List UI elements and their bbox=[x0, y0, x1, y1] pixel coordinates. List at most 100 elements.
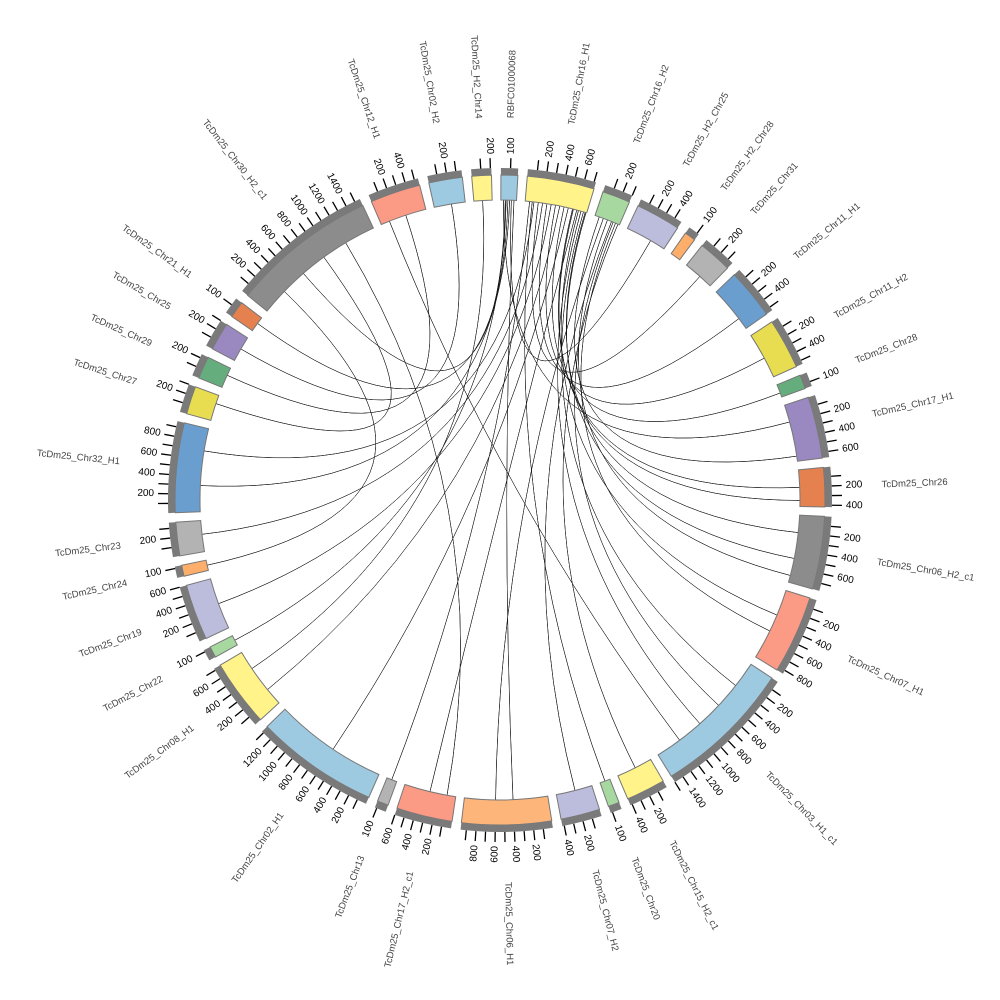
sector-block[interactable] bbox=[599, 778, 620, 808]
sector-TcDm25_H2_Chr14[interactable]: 200 TcDm25_H2_Chr14 bbox=[468, 35, 495, 202]
tick-label: 600 bbox=[748, 733, 768, 753]
sector-block[interactable] bbox=[181, 559, 209, 577]
sector-label: TcDm25_Chr16_H2 bbox=[632, 63, 672, 145]
axis-band bbox=[776, 597, 817, 674]
link-ribbon bbox=[345, 242, 461, 796]
sector-block[interactable] bbox=[776, 374, 806, 398]
sector-block[interactable] bbox=[246, 204, 374, 312]
tick-label: 400 bbox=[400, 832, 415, 851]
sector-block[interactable] bbox=[626, 205, 679, 250]
sector-block[interactable] bbox=[198, 356, 232, 388]
sector-label: TcDm25_Chr23 bbox=[55, 541, 122, 560]
sector-block[interactable] bbox=[428, 176, 466, 208]
tick-label: 200 bbox=[484, 137, 495, 154]
tick-label: 200 bbox=[843, 532, 861, 545]
tick-mark bbox=[290, 228, 298, 238]
tick-mark bbox=[253, 261, 262, 270]
tick-mark bbox=[760, 704, 770, 713]
tick-label: 600 bbox=[489, 845, 500, 862]
sector-block[interactable] bbox=[231, 302, 263, 332]
axis-band bbox=[812, 516, 832, 591]
sector-block[interactable] bbox=[787, 514, 826, 590]
link bbox=[557, 210, 701, 725]
tick-mark bbox=[161, 453, 172, 456]
tick-mark bbox=[536, 160, 540, 171]
sector-block[interactable] bbox=[209, 635, 239, 658]
sector-block[interactable] bbox=[211, 323, 249, 362]
tick-mark bbox=[640, 800, 646, 810]
link bbox=[429, 209, 578, 793]
sector-TcDm25_Chr30_H2_c1[interactable]: 200400600800100012001400TcDm25_Chr30_H2_… bbox=[200, 118, 374, 312]
sector-block[interactable] bbox=[460, 795, 553, 826]
tick-mark bbox=[282, 234, 291, 244]
sector-label: TcDm25_Chr22 bbox=[101, 674, 164, 715]
tick-mark bbox=[255, 732, 264, 741]
tick-mark bbox=[260, 254, 269, 263]
sector-block[interactable] bbox=[376, 777, 398, 806]
sector-block[interactable] bbox=[783, 396, 823, 462]
sector-label: TcDm25_Chr16_H1 bbox=[566, 42, 592, 126]
sector-block[interactable] bbox=[524, 175, 595, 214]
tick-mark bbox=[165, 567, 176, 572]
sector-block[interactable] bbox=[685, 244, 729, 287]
sector-block[interactable] bbox=[174, 422, 210, 514]
tick-label: 400 bbox=[391, 151, 406, 171]
tick-mark bbox=[757, 284, 767, 293]
tick-mark bbox=[262, 739, 271, 748]
sector-block[interactable] bbox=[797, 466, 826, 508]
sector-block[interactable] bbox=[266, 708, 380, 799]
tick-label: 400 bbox=[138, 467, 156, 479]
tick-mark bbox=[674, 208, 681, 219]
sector-block[interactable] bbox=[186, 386, 220, 421]
sector-label: TcDm25_Chr11_H2 bbox=[832, 272, 910, 321]
tick-label: 200 bbox=[833, 400, 852, 415]
links-layer bbox=[200, 199, 801, 801]
tick-mark bbox=[275, 241, 283, 250]
sector-block[interactable] bbox=[370, 184, 427, 226]
tick-label: 600 bbox=[836, 572, 855, 587]
sector-block[interactable] bbox=[657, 663, 773, 777]
tick-mark bbox=[800, 355, 811, 361]
tick-label: 400 bbox=[838, 421, 857, 435]
tick-mark bbox=[410, 169, 415, 180]
sector-block[interactable] bbox=[617, 758, 664, 800]
sector-block[interactable] bbox=[219, 651, 280, 721]
tick-mark bbox=[195, 651, 206, 658]
sector-block[interactable] bbox=[715, 273, 768, 330]
tick-mark bbox=[343, 795, 350, 805]
tick-mark bbox=[825, 563, 836, 568]
sector-block[interactable] bbox=[185, 578, 230, 640]
tick-mark bbox=[285, 758, 293, 767]
sector-label: TcDm25_H2_Chr14 bbox=[468, 35, 484, 119]
sector-block[interactable] bbox=[175, 519, 206, 557]
sector-block[interactable] bbox=[555, 784, 601, 820]
tick-mark bbox=[822, 419, 833, 424]
link bbox=[565, 212, 799, 533]
sector-label: TcDm25_Chr07_H2 bbox=[589, 869, 620, 953]
sector-block[interactable] bbox=[670, 232, 696, 261]
sector-block[interactable] bbox=[594, 191, 631, 226]
tick-mark bbox=[309, 775, 316, 785]
tick-mark bbox=[828, 449, 839, 453]
sector-block[interactable] bbox=[750, 321, 798, 378]
sector-block[interactable] bbox=[500, 174, 519, 201]
sector-block[interactable] bbox=[396, 783, 457, 823]
sector-block[interactable] bbox=[471, 174, 493, 202]
tick-label: 400 bbox=[311, 795, 329, 815]
